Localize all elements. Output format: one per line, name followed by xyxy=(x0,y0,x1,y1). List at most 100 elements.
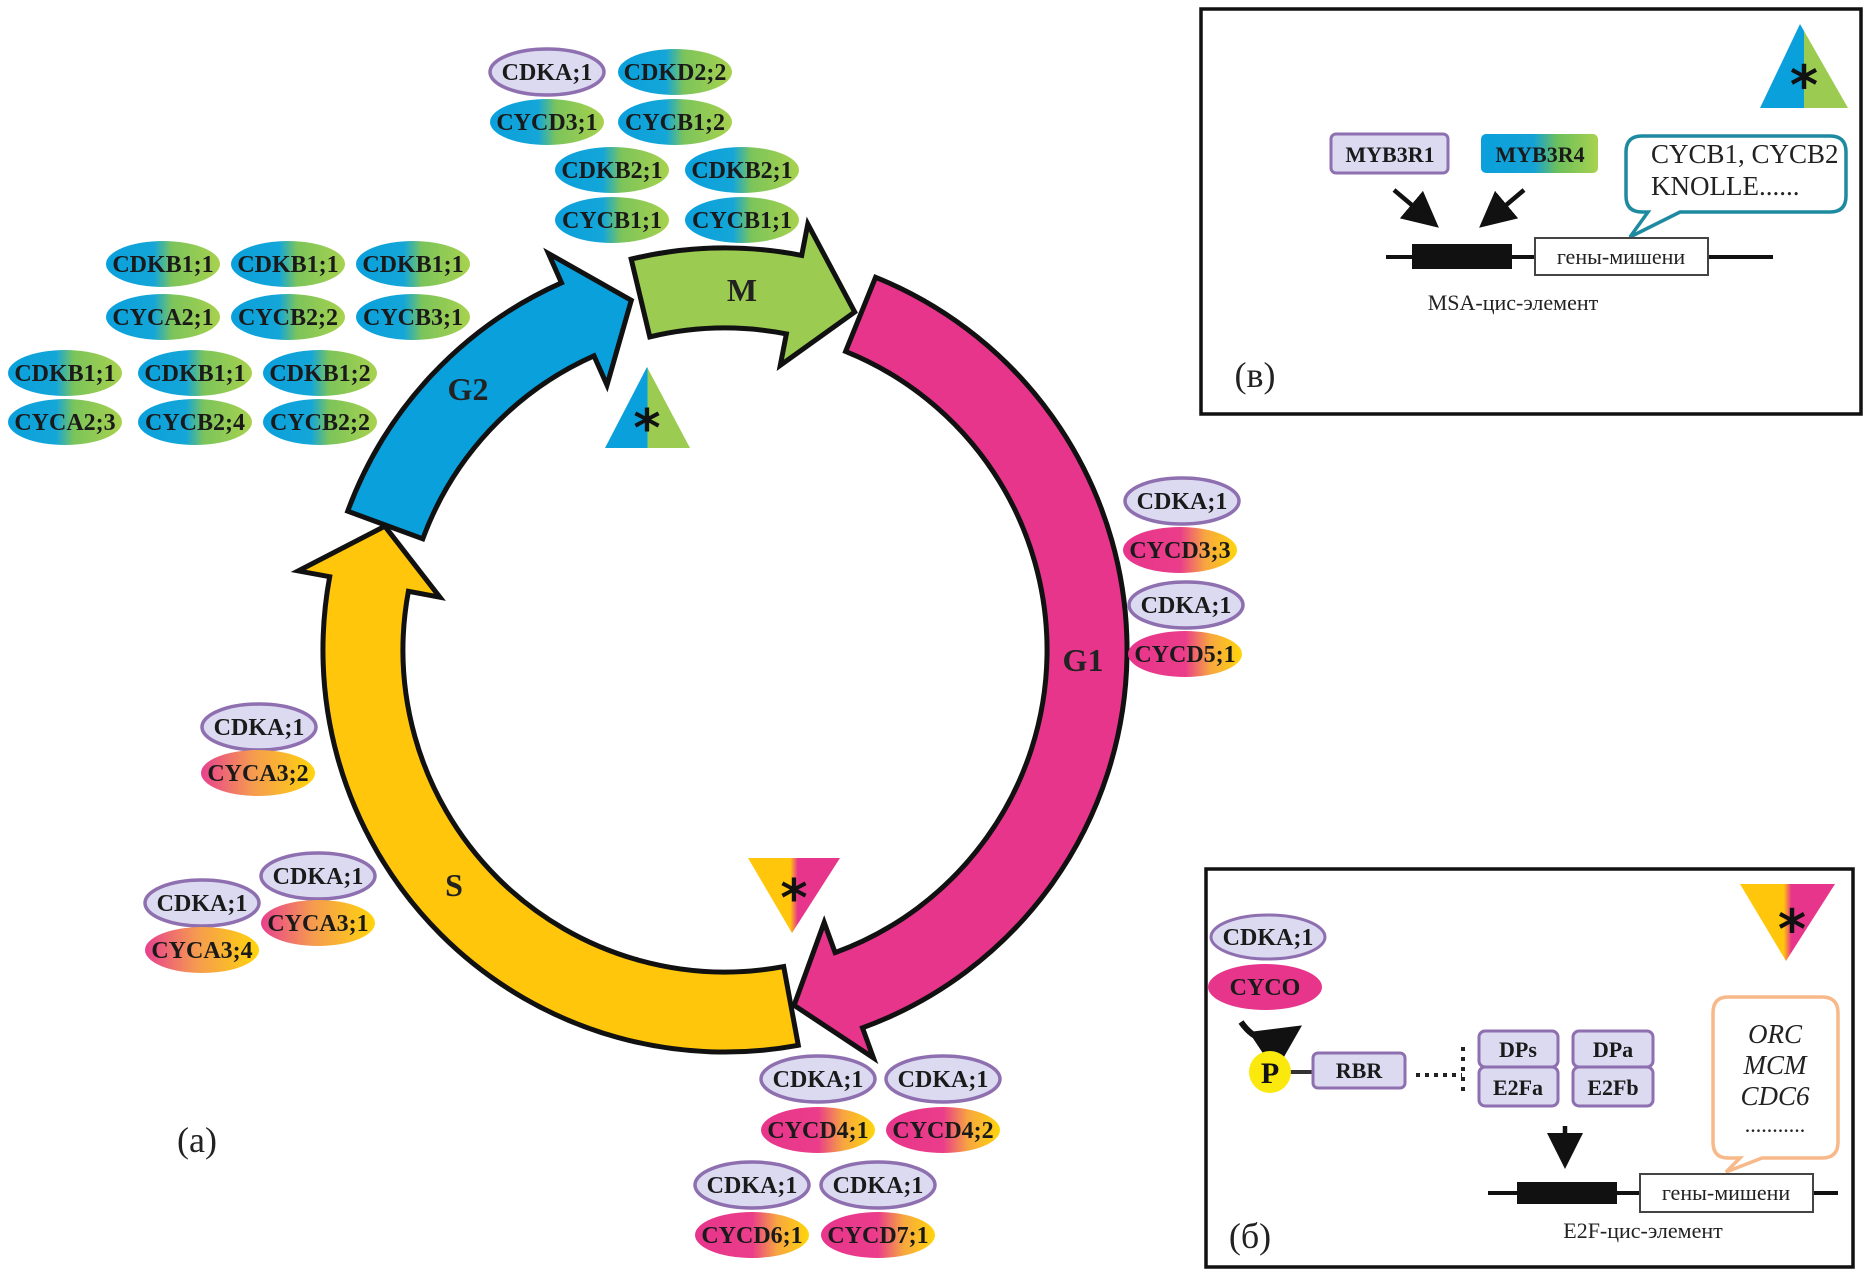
kinase-ellipse xyxy=(618,49,732,95)
cyclin-label: CYCA2;1 xyxy=(112,305,213,331)
kinase-label: CDKA;1 xyxy=(898,1067,989,1093)
kinase-ellipse xyxy=(231,241,345,287)
panel-myb3r-regulation: * MYB3R1 MYB3R4 CYCB1, CYCB2 KNOLLE.....… xyxy=(1199,7,1863,416)
cyclin-label: CYCB2;4 xyxy=(145,410,245,436)
kinase-label: CDKB1;1 xyxy=(237,252,338,278)
bubble-line-1: CYCB1, CYCB2 xyxy=(1651,139,1839,169)
target-genes-bubble xyxy=(1711,995,1840,1174)
s-phase-arrow xyxy=(290,523,802,1055)
g1-phase-arrow xyxy=(791,274,1130,1065)
phosphate-circle xyxy=(1249,1051,1291,1093)
cyclin-label: CYCB2;2 xyxy=(238,305,338,331)
cyclin-label: CYCD4;2 xyxy=(892,1118,993,1144)
cyclin-ellipse xyxy=(1128,631,1242,677)
cyclin-ellipse xyxy=(201,750,315,796)
cyclin-label: CYCB3;1 xyxy=(363,305,463,331)
e2fa-box xyxy=(1477,1065,1560,1108)
cyclin-ellipse xyxy=(231,294,345,340)
kinase-label: CDKA;1 xyxy=(502,60,593,86)
g2m-marker: * xyxy=(1760,24,1848,117)
s-phase-label: S xyxy=(445,867,463,903)
cyclin-ellipse xyxy=(145,927,259,973)
kinase-ellipse xyxy=(8,350,122,396)
panel-v-label: (в) xyxy=(1235,355,1276,395)
kinase-label: CDKA;1 xyxy=(273,864,364,890)
asterisk-icon: * xyxy=(1778,898,1806,961)
kinase-ellipse xyxy=(555,147,669,193)
kinase-ellipse xyxy=(1123,476,1241,526)
kinase-ellipse xyxy=(685,147,799,193)
panel-a-label: (a) xyxy=(177,1120,217,1160)
cyclin-ellipse xyxy=(1123,527,1237,573)
cyclin-ellipse xyxy=(761,1107,875,1153)
cyclin-ellipse xyxy=(8,399,122,445)
m-phase-arrow xyxy=(628,216,858,371)
panel-b-frame xyxy=(1204,867,1855,1269)
kinase-label: CDKA;1 xyxy=(1141,593,1232,619)
g1s-triangle-icon xyxy=(1740,884,1835,961)
myb3r1-box xyxy=(1329,132,1450,175)
kinase-ellipse xyxy=(884,1054,1002,1104)
kinase-ellipse xyxy=(106,241,220,287)
e2f-cis-element-block xyxy=(1517,1182,1617,1204)
dpa-label: DPa xyxy=(1593,1037,1633,1062)
cyclin-ellipse xyxy=(685,197,799,243)
bubble-line-orc: ORC xyxy=(1748,1019,1803,1049)
arrow-myb3r4-to-msa xyxy=(1479,188,1526,228)
kinase-ellipse xyxy=(488,47,606,97)
cyclin-label: CYCD6;1 xyxy=(701,1223,802,1249)
rbr-label: RBR xyxy=(1336,1058,1384,1083)
bubble-line-ellipsis: ........... xyxy=(1745,1112,1806,1137)
kinase-label: CDKA;1 xyxy=(707,1173,798,1199)
cyclin-label: CYCA3;1 xyxy=(267,911,368,937)
cyclin-ellipse xyxy=(555,197,669,243)
asterisk-icon: * xyxy=(780,869,807,929)
cyclin-ellipse xyxy=(106,294,220,340)
cyclin-label: CYCD7;1 xyxy=(827,1223,928,1249)
asterisk-icon: * xyxy=(1790,54,1818,117)
panel-v-frame xyxy=(1199,7,1863,416)
kinase-ellipse xyxy=(356,241,470,287)
phosphorylation-arrow-icon xyxy=(1238,1020,1302,1072)
phosphate-label: P xyxy=(1261,1057,1279,1090)
kinase-ellipse xyxy=(759,1054,877,1104)
kinase-ellipse xyxy=(259,851,377,901)
kinase-label: CDKB2;1 xyxy=(691,158,792,184)
cyclin-ellipse xyxy=(490,99,604,145)
g1-phase-label: G1 xyxy=(1063,642,1104,678)
panel-e2f-regulation: * CDKA;1 CYCO P RBR DPs E2Fa DPa E2Fb OR… xyxy=(1204,867,1855,1269)
cyclin-label: CYCD3;1 xyxy=(496,110,597,136)
cyclin-ellipse xyxy=(138,399,252,445)
g1s-marker: * xyxy=(1740,884,1835,961)
target-genes-label: гены-мишени xyxy=(1557,244,1686,269)
kinase-label: CDKA;1 xyxy=(833,1173,924,1199)
m-phase-label: M xyxy=(727,272,757,308)
cyclin-label: CYCA3;4 xyxy=(151,938,252,964)
cyclin-label: CYCD3;3 xyxy=(1129,538,1230,564)
arrow-myb3r1-to-msa xyxy=(1392,188,1439,228)
cell-cycle-diagram: G2 M G1 S * * (a) xyxy=(177,216,1130,1160)
bubble-line-mcm: MCM xyxy=(1743,1050,1809,1080)
kinase-label: CDKB1;1 xyxy=(144,361,245,387)
cdka1-ellipse xyxy=(1209,913,1327,961)
e2fb-box xyxy=(1571,1065,1655,1108)
kinase-label: CDKD2;2 xyxy=(624,60,727,86)
cyclin-label: CYCB1;2 xyxy=(625,110,725,136)
kinase-label: CDKA;1 xyxy=(773,1067,864,1093)
e2fa-label: E2Fa xyxy=(1493,1075,1543,1100)
asterisk-icon: * xyxy=(633,399,660,459)
kinase-label: CDKB1;1 xyxy=(14,361,115,387)
cyclin-label: CYCD4;1 xyxy=(767,1118,868,1144)
cyco-label: CYCO xyxy=(1230,975,1301,1001)
